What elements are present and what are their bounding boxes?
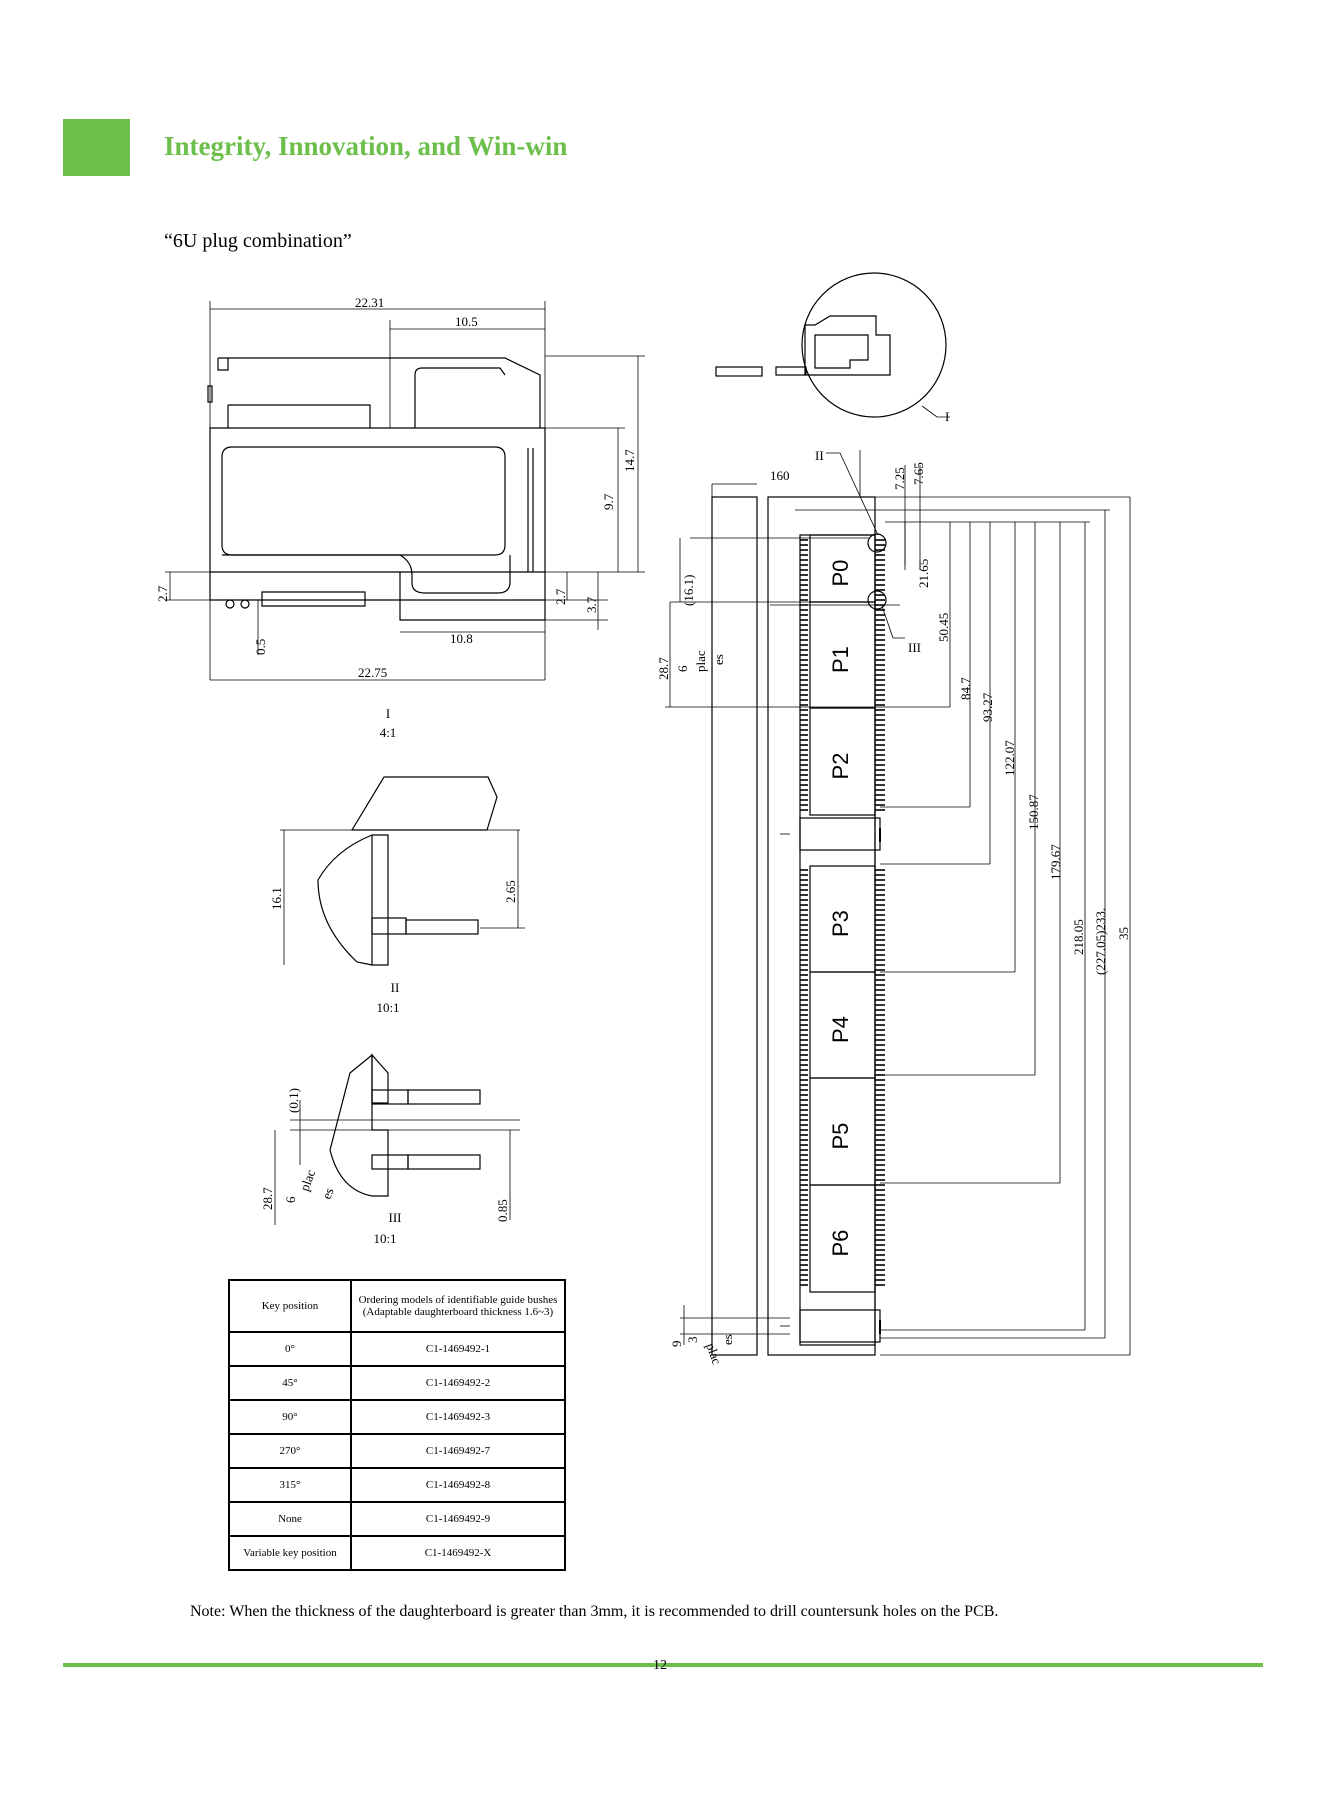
view-ii — [280, 776, 525, 966]
dim-plac-bottom: plac — [703, 1341, 725, 1367]
dim-es-iii: es — [319, 1186, 337, 1201]
dim-0-1: (0.1) — [286, 1088, 301, 1113]
dim-9-7: 9.7 — [601, 493, 616, 510]
dim-0-5: 0.5 — [253, 639, 268, 655]
connector-label: P0 — [828, 560, 853, 587]
ordering-table: Key position Ordering models of identifi… — [228, 1279, 566, 1571]
footer-line — [63, 1663, 1263, 1667]
dim-93-27: 93.27 — [980, 692, 995, 722]
dim-2-65: 2.65 — [503, 880, 518, 903]
dim-es-bottom: es — [720, 1334, 735, 1345]
table-cell-key: None — [228, 1501, 352, 1537]
dim-218-05: 218.05 — [1071, 919, 1086, 955]
page-number: 12 — [653, 1658, 667, 1673]
dim-7-25: 7.25 — [892, 467, 907, 490]
connector-block — [809, 1184, 876, 1293]
dim-2-7-right: 2.7 — [553, 588, 568, 605]
callout-iii: III — [908, 640, 921, 655]
view-iii-scale: 10:1 — [373, 1231, 396, 1246]
dim-22-31: 22.31 — [355, 295, 384, 310]
detail-i-label: I — [945, 409, 949, 424]
dim-150-87: 150.87 — [1026, 794, 1041, 830]
table-cell-key: Variable key position — [228, 1535, 352, 1571]
section-title: “6U plug combination” — [164, 230, 352, 252]
table-cell-model: C1-1469492-7 — [350, 1433, 566, 1469]
dim-plac-iii: plac — [297, 1167, 319, 1193]
table-cell-key: 315° — [228, 1467, 352, 1503]
header-title: Integrity, Innovation, and Win-win — [164, 131, 568, 161]
dim-plac-asm: plac — [693, 650, 708, 672]
dim-es-asm: es — [711, 654, 726, 665]
dim-50-45: 50.45 — [936, 613, 951, 642]
connector-label: P5 — [828, 1123, 853, 1150]
dim-21-65: 21.65 — [916, 559, 931, 588]
table-cell-model: C1-1469492-9 — [350, 1501, 566, 1537]
dim-7-65: 7.65 — [911, 462, 926, 485]
table-row: 90°C1-1469492-3 — [228, 1399, 566, 1435]
dim-0-85: 0.85 — [495, 1199, 510, 1222]
view-i-label: I — [386, 706, 390, 721]
table-cell-key: 45° — [228, 1365, 352, 1401]
table-cell-model: C1-1469492-1 — [350, 1331, 566, 1367]
view-ii-scale: 10:1 — [376, 1000, 399, 1015]
table-header-model: Ordering models of identifiable guide bu… — [350, 1279, 566, 1333]
callout-ii: II — [815, 448, 824, 463]
dim-16-1: 16.1 — [269, 887, 284, 910]
table-cell-key: 0° — [228, 1331, 352, 1367]
dim-6-asm: 6 — [675, 665, 690, 672]
table-cell-model: C1-1469492-8 — [350, 1467, 566, 1503]
table-cell-key: 270° — [228, 1433, 352, 1469]
connector-label: P6 — [828, 1230, 853, 1257]
table-row: 0°C1-1469492-1 — [228, 1331, 566, 1367]
dim-160: 160 — [770, 468, 790, 483]
dim-16-1-asm: (16.1) — [681, 575, 696, 606]
table-row: 45°C1-1469492-2 — [228, 1365, 566, 1401]
detail-i — [715, 272, 950, 418]
view-ii-label: II — [391, 980, 400, 995]
dim-14-7: 14.7 — [622, 449, 637, 472]
dim-84-7: 84.7 — [958, 677, 973, 700]
note-text: Note: When the thickness of the daughter… — [190, 1603, 999, 1620]
dim-3-bottom: 3 — [685, 1337, 700, 1344]
dim-28-7-iii: 28.7 — [260, 1187, 275, 1210]
view-iii — [274, 1053, 520, 1225]
table-header-key: Key position — [228, 1279, 352, 1333]
table-cell-key: 90° — [228, 1399, 352, 1435]
view-i — [165, 301, 645, 681]
dim-10-8: 10.8 — [450, 631, 473, 646]
dim-2-7-left: 2.7 — [155, 585, 170, 602]
connector-label: P4 — [828, 1016, 853, 1043]
view-i-scale: 4:1 — [380, 725, 397, 740]
dim-10-5: 10.5 — [455, 314, 478, 329]
connector-label: P2 — [828, 753, 853, 780]
dim-28-7-asm: 28.7 — [656, 657, 671, 680]
assembly-view — [665, 450, 1131, 1356]
dim-35: 35 — [1116, 927, 1131, 940]
connector-block — [809, 707, 876, 816]
dim-227-05: (227.05)233. — [1093, 908, 1108, 975]
dim-22-75: 22.75 — [358, 665, 387, 680]
header-green-block — [63, 119, 130, 176]
dim-9-bottom: 9 — [669, 1341, 684, 1348]
dim-6-iii: 6 — [283, 1196, 298, 1203]
table-row: 315°C1-1469492-8 — [228, 1467, 566, 1503]
table-cell-model: C1-1469492-2 — [350, 1365, 566, 1401]
table-cell-model: C1-1469492-3 — [350, 1399, 566, 1435]
table-row: 270°C1-1469492-7 — [228, 1433, 566, 1469]
dim-179-67: 179.67 — [1048, 844, 1063, 880]
dim-122-07: 122.07 — [1002, 740, 1017, 776]
view-iii-label: III — [389, 1210, 402, 1225]
connector-label: P3 — [828, 910, 853, 937]
table-cell-model: C1-1469492-X — [350, 1535, 566, 1571]
connector-label: P1 — [828, 646, 853, 673]
dim-3-7: 3.7 — [584, 596, 599, 613]
